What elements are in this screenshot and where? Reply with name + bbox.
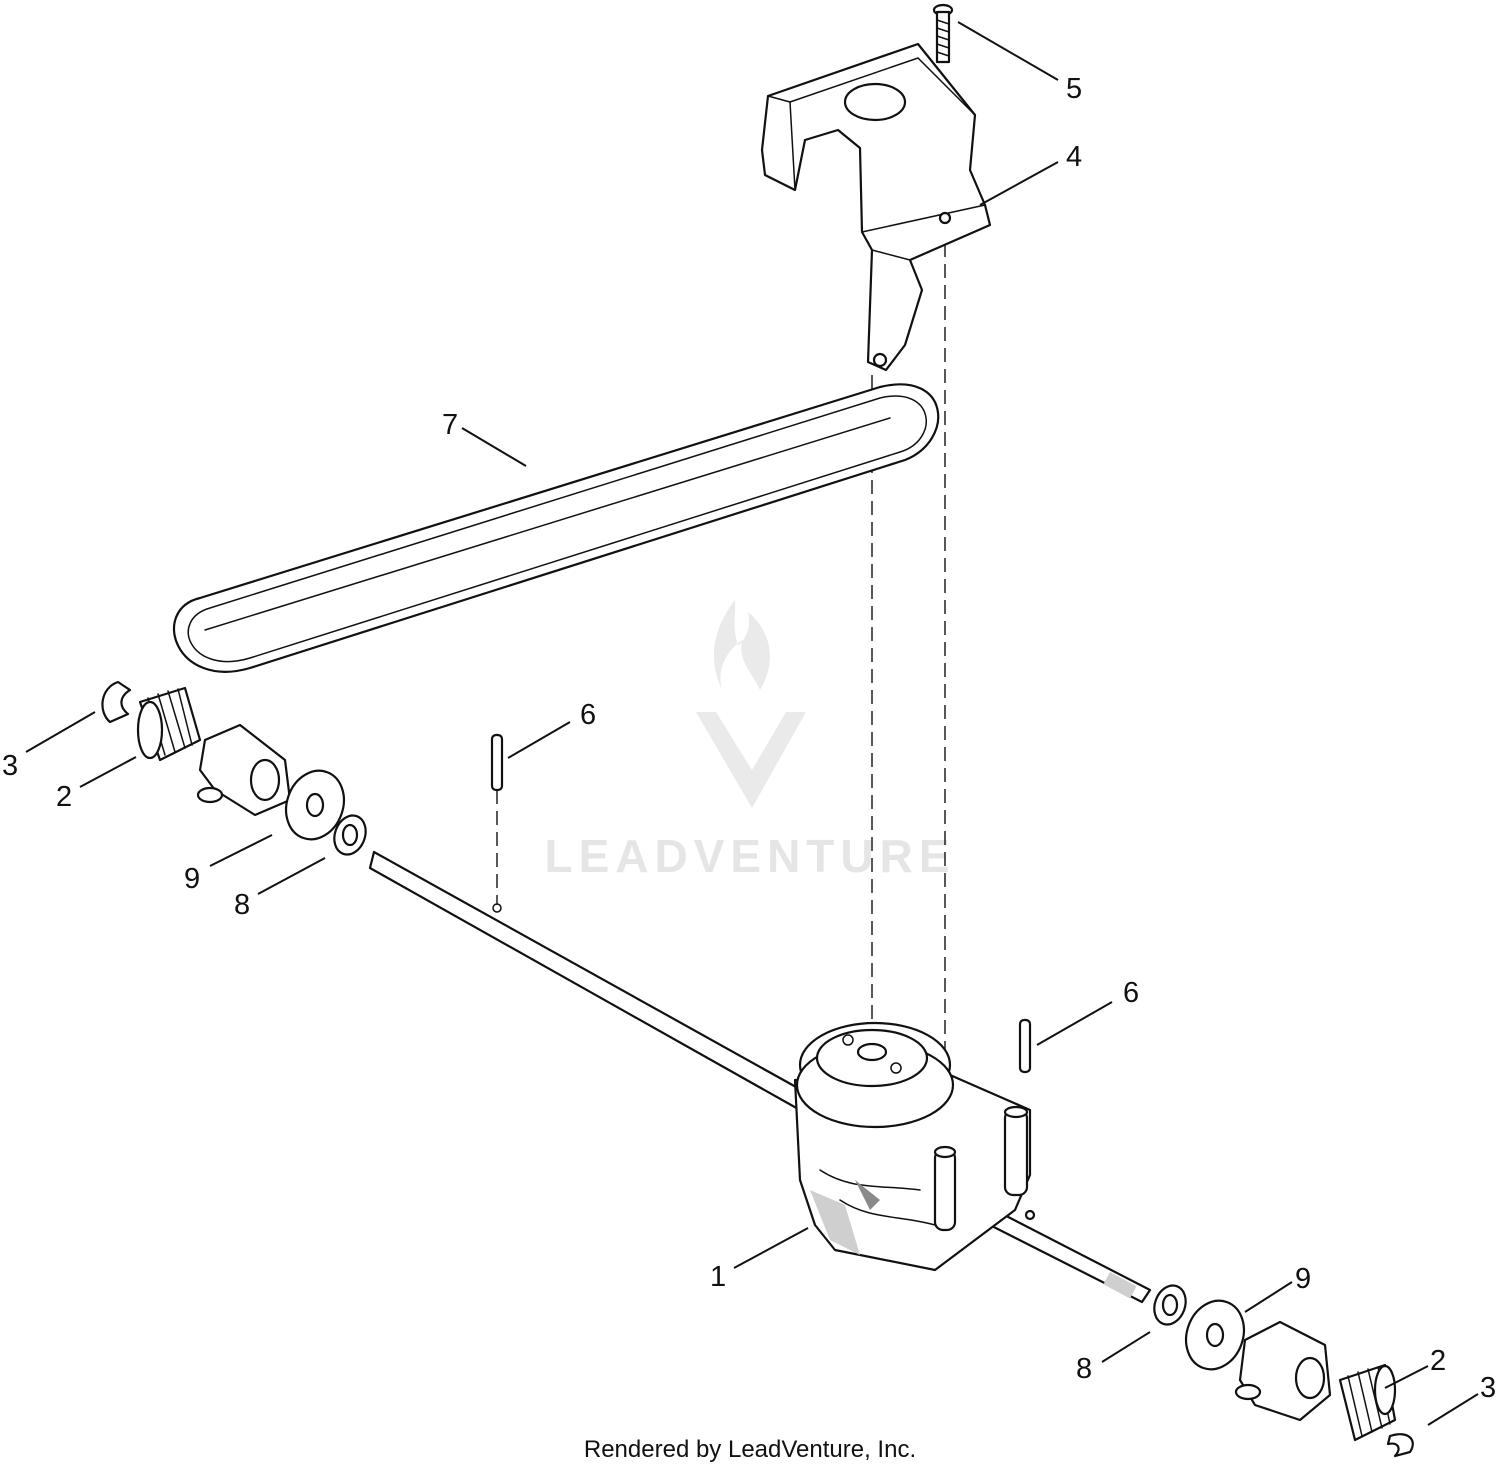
- part-6-pin-left: [490, 733, 504, 792]
- leader-8-right: [1101, 1331, 1151, 1363]
- part-1-transmission: [793, 1021, 1032, 1272]
- part-3-retaining-clip-left: [101, 680, 132, 724]
- callout-5: 5: [1066, 73, 1082, 105]
- leader-7: [461, 427, 527, 467]
- part-9-hub-flange-right: [1234, 1320, 1332, 1422]
- callout-8-left: 8: [234, 889, 250, 921]
- leader-3-left: [25, 711, 96, 753]
- watermark-text: LEADVENTURE: [544, 830, 955, 882]
- callout-2-left: 2: [56, 781, 72, 813]
- part-2-pinion-gear-right: [1338, 1363, 1397, 1442]
- callout-9-left: 9: [184, 863, 200, 895]
- leader-6-right: [1036, 1001, 1113, 1046]
- v-logo-icon: [696, 712, 806, 808]
- pin-hole: [492, 903, 502, 913]
- callout-4: 4: [1066, 141, 1082, 173]
- callout-1: 1: [710, 1261, 726, 1293]
- part-8-lock-washer-right: [1153, 1284, 1187, 1326]
- callout-6-left: 6: [580, 699, 596, 731]
- flame-icon: [713, 600, 770, 690]
- leader-3-right: [1427, 1393, 1479, 1426]
- callout-9-right: 9: [1295, 1263, 1311, 1295]
- part-8-lock-washer-left: [333, 814, 367, 856]
- part-4-bracket: [760, 42, 992, 372]
- callout-3-left: 3: [2, 750, 18, 782]
- part-2-pinion-gear-left: [136, 686, 202, 762]
- callout-7: 7: [442, 409, 458, 441]
- axle-shaft: [368, 850, 1152, 1304]
- rendered-by-credit: Rendered by LeadVenture, Inc.: [583, 1436, 917, 1463]
- leadventure-watermark: LEADVENTURE: [544, 600, 955, 882]
- part-9-hub-flange-left: [196, 723, 292, 817]
- leader-6-left: [507, 721, 571, 759]
- callout-3-right: 3: [1480, 1372, 1496, 1404]
- callout-6-right: 6: [1123, 977, 1139, 1009]
- leader-9-left: [209, 834, 273, 867]
- callout-2-right: 2: [1430, 1345, 1446, 1377]
- part-3-retaining-clip-right: [1386, 1433, 1414, 1458]
- leader-2-right: [1384, 1365, 1429, 1389]
- leader-4: [979, 161, 1059, 206]
- leader-2-left: [79, 756, 137, 788]
- leader-8-left: [257, 857, 326, 895]
- leader-5: [957, 21, 1059, 81]
- part-6-pin-right: [1018, 1018, 1032, 1074]
- part-9-washer-left: [284, 769, 346, 841]
- part-5-screw: [932, 3, 954, 64]
- leader-9-right: [1244, 1281, 1293, 1313]
- part-7-belt: [172, 383, 940, 673]
- leader-1: [733, 1227, 809, 1269]
- part-9-washer-right: [1184, 1299, 1246, 1371]
- callout-8-right: 8: [1076, 1353, 1092, 1385]
